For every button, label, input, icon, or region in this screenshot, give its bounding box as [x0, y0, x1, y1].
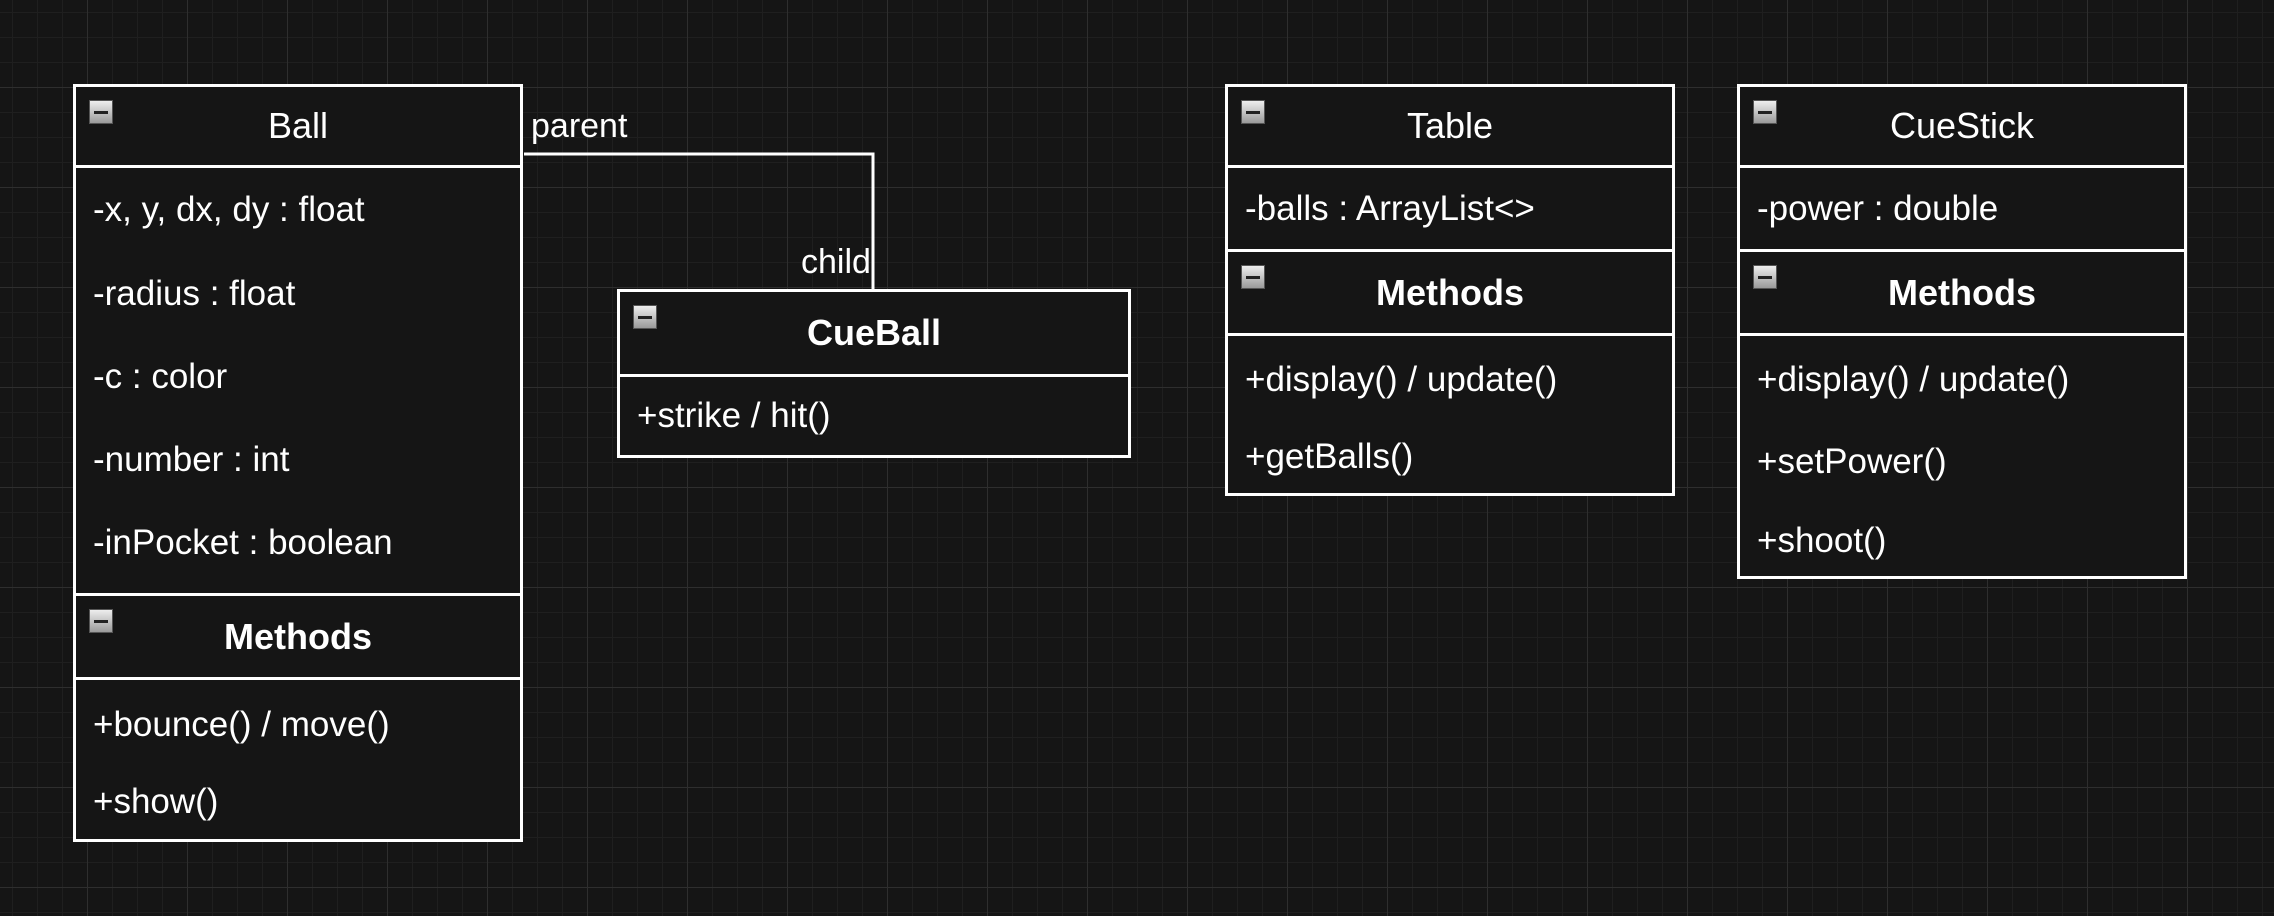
method-row[interactable]: +getBalls(): [1245, 437, 1414, 476]
attribute-row[interactable]: -radius : float: [93, 273, 296, 313]
method-row[interactable]: +show(): [93, 782, 219, 821]
collapse-toggle-icon[interactable]: [1241, 265, 1265, 289]
class-cueball-header[interactable]: CueBall: [620, 292, 1128, 377]
collapse-toggle-icon[interactable]: [89, 609, 113, 633]
class-table-attributes: -balls : ArrayList<>: [1228, 168, 1672, 252]
class-table-methods-header[interactable]: Methods: [1228, 252, 1672, 336]
attribute-row[interactable]: -x, y, dx, dy : float: [93, 190, 365, 229]
collapse-toggle-icon[interactable]: [1753, 265, 1777, 289]
methods-label: Methods: [224, 615, 372, 657]
attribute-row[interactable]: -power : double: [1757, 188, 1999, 228]
class-cueball-methods: +strike / hit(): [620, 377, 1128, 455]
method-row[interactable]: +strike / hit(): [637, 396, 831, 435]
method-row[interactable]: +shoot(): [1757, 521, 1887, 560]
attribute-row[interactable]: -balls : ArrayList<>: [1245, 188, 1535, 228]
class-cuestick-name: CueStick: [1889, 105, 2035, 146]
connector-label-child: child: [801, 243, 871, 281]
class-ball-name: Ball: [267, 105, 329, 146]
collapse-toggle-icon[interactable]: [1241, 100, 1265, 124]
class-cueball[interactable]: CueBall +strike / hit(): [617, 289, 1131, 458]
attribute-row[interactable]: -c : color: [93, 356, 228, 396]
class-table-methods: +display() / update() +getBalls(): [1228, 336, 1672, 490]
attribute-row[interactable]: -inPocket : boolean: [93, 522, 393, 562]
class-cuestick[interactable]: CueStick -power : double Methods +displa…: [1737, 84, 2187, 579]
method-row[interactable]: +display() / update(): [1757, 360, 2070, 399]
class-table[interactable]: Table -balls : ArrayList<> Methods +disp…: [1225, 84, 1675, 496]
class-cuestick-header[interactable]: CueStick: [1740, 87, 2184, 168]
methods-label: Methods: [1376, 271, 1524, 313]
connector-label-parent: parent: [531, 107, 628, 145]
class-table-header[interactable]: Table: [1228, 87, 1672, 168]
connector-line: [524, 152, 875, 290]
class-ball-header[interactable]: Ball: [76, 87, 520, 168]
class-ball-methods-header[interactable]: Methods: [76, 596, 520, 680]
methods-label: Methods: [1888, 271, 2036, 313]
method-row[interactable]: +bounce() / move(): [93, 705, 390, 744]
collapse-toggle-icon[interactable]: [633, 305, 657, 329]
collapse-toggle-icon[interactable]: [89, 100, 113, 124]
method-row[interactable]: +display() / update(): [1245, 360, 1558, 399]
class-table-name: Table: [1406, 105, 1494, 146]
attribute-row[interactable]: -number : int: [93, 439, 290, 479]
class-ball[interactable]: Ball -x, y, dx, dy : float -radius : flo…: [73, 84, 523, 842]
class-ball-attributes: -x, y, dx, dy : float -radius : float -c…: [76, 168, 520, 596]
class-cuestick-attributes: -power : double: [1740, 168, 2184, 252]
class-cuestick-methods: +display() / update() +setPower() +shoot…: [1740, 336, 2184, 582]
method-row[interactable]: +setPower(): [1757, 442, 1947, 481]
class-cuestick-methods-header[interactable]: Methods: [1740, 252, 2184, 336]
class-cueball-name: CueBall: [806, 312, 942, 353]
class-ball-methods: +bounce() / move() +show(): [76, 680, 520, 834]
collapse-toggle-icon[interactable]: [1753, 100, 1777, 124]
